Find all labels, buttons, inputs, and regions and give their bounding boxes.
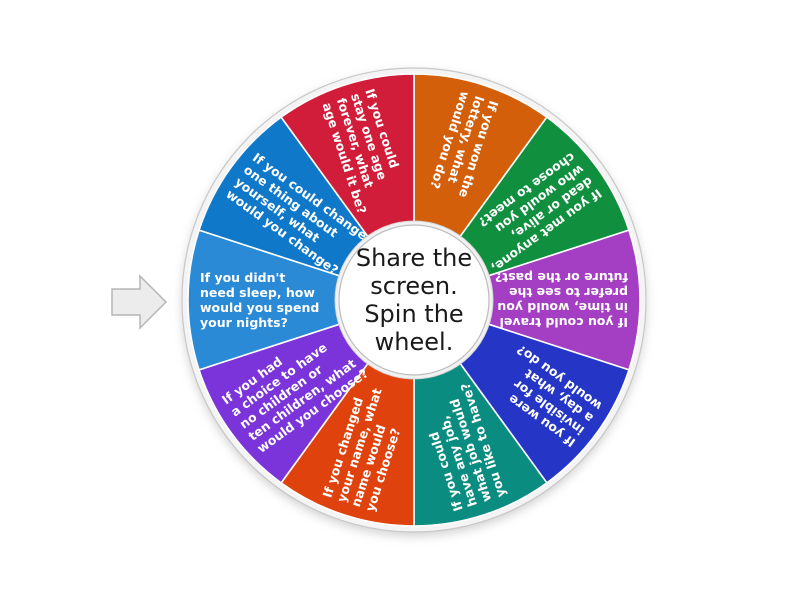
arrow-right-icon: [111, 274, 168, 330]
wheel-segment-travel-time[interactable]: [411, 229, 641, 371]
wheel-segment-no-sleep[interactable]: [187, 229, 417, 371]
segment-label-travel-time: If you could travel in time, would you p…: [494, 270, 628, 330]
wheel-hub[interactable]: [338, 224, 490, 376]
segment-label-no-sleep: If you didn't need sleep, how would you …: [200, 270, 320, 330]
wheel-hub-text[interactable]: Share the screen. Spin the wheel.: [355, 244, 473, 356]
